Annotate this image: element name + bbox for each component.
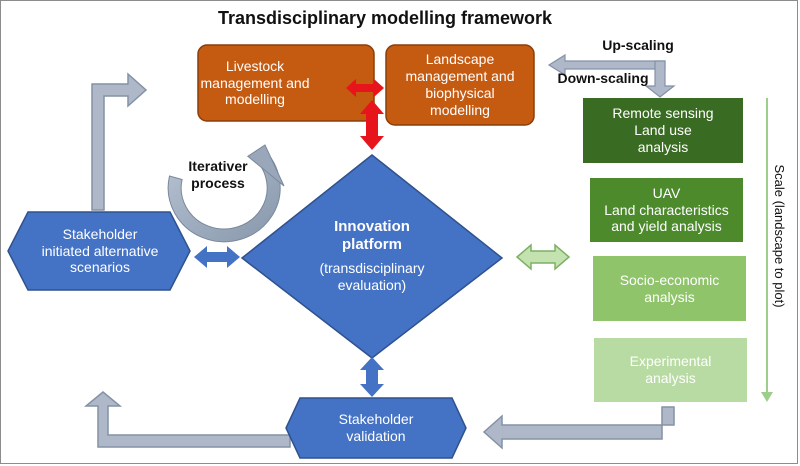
up-scaling-arrow	[547, 53, 666, 77]
stakeholder-validation-label: Stakeholder validation	[338, 411, 414, 444]
uav-label: UAV Land characteristics and yield analy…	[604, 184, 729, 235]
blue-double-arrow-horizontal	[194, 246, 240, 268]
landscape-box	[385, 44, 535, 126]
green-double-arrow	[515, 243, 571, 271]
iterative-process-label: Iterativer process	[188, 158, 248, 191]
socio-economic-label: Socio-economic analysis	[619, 271, 720, 305]
uav-box	[590, 178, 743, 242]
experimental-label: Experimental analysis	[629, 353, 712, 386]
feedback-arrow-up	[91, 72, 148, 211]
iterative-cycle-arrowhead	[246, 144, 285, 187]
remote-sensing-label: Remote sensing Land use analysis	[612, 105, 714, 155]
feedback-arrow-down-left	[83, 391, 291, 448]
scale-label: Scale (landscape to plot)	[771, 164, 787, 308]
livestock-label: Livestock management and modelling	[200, 57, 310, 108]
socio-economic-box	[593, 256, 746, 321]
landscape-label: Landscape management and biophysical mod…	[405, 51, 515, 118]
red-double-arrow-horizontal	[346, 79, 384, 97]
stakeholder-validation-hexagon	[285, 397, 467, 459]
scale-arrow-head	[761, 392, 773, 402]
platform-title: Innovation platform	[334, 218, 410, 253]
stakeholder-scenarios-label: Stakeholder initiated alternative scenar…	[41, 225, 159, 276]
red-double-arrow-vertical	[360, 100, 384, 150]
innovation-platform-diamond	[240, 154, 504, 359]
experimental-box	[594, 338, 747, 402]
diagram-title: Transdisciplinary modelling framework	[217, 8, 553, 29]
up-scaling-label: Up-scaling	[602, 36, 674, 53]
blue-double-arrow-vertical	[360, 357, 384, 397]
platform-subtitle: (transdisciplinary evaluation)	[319, 260, 425, 293]
feedback-arrow-from-right	[482, 406, 675, 450]
remote-sensing-box	[583, 98, 743, 163]
down-scaling-label: Down-scaling	[557, 69, 649, 86]
stakeholder-scenarios-hexagon	[7, 211, 191, 291]
down-scaling-arrow	[644, 60, 676, 98]
